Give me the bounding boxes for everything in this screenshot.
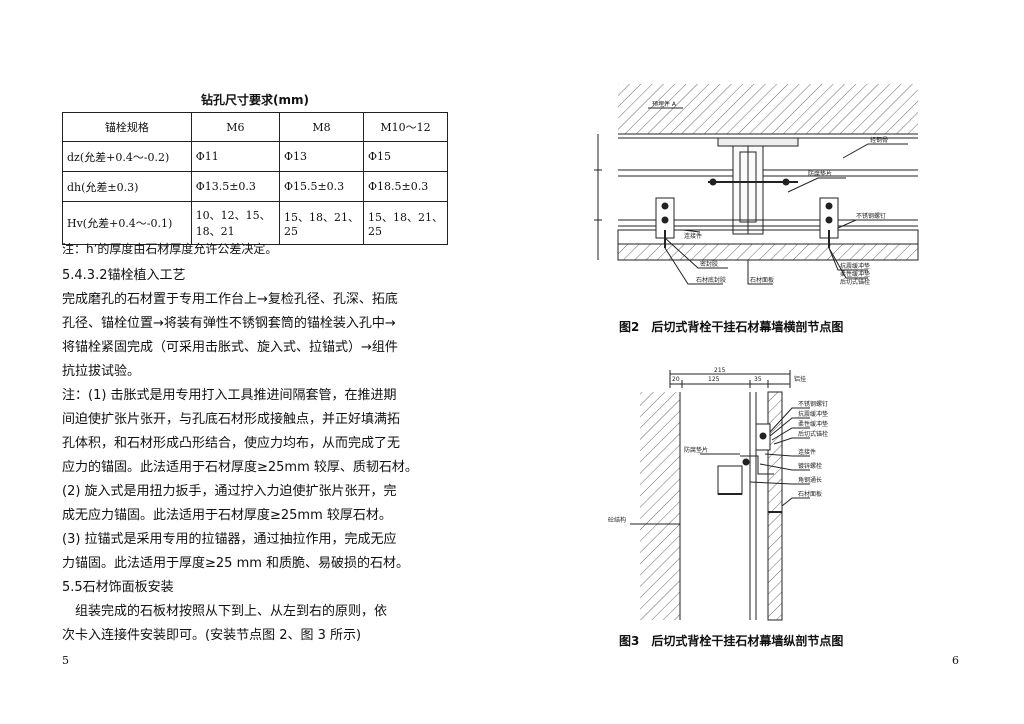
figure-3-caption: 图3 后切式背栓干挂石材幕墙纵剖节点图 xyxy=(619,634,844,648)
fig3-label: 后切式锚栓 xyxy=(798,430,828,438)
fig3-label: 砼结构 xyxy=(608,516,626,524)
fig3-label: 35 xyxy=(754,376,762,383)
paragraph-line: 成无应力锚固。此法适用于石材厚度≥25mm 较厚石材。 xyxy=(62,508,392,523)
page-number-right: 6 xyxy=(952,654,959,667)
table-header-cell: M10～12 xyxy=(362,112,449,142)
paragraph-line: 完成磨孔的石材置于专用工作台上→复检孔径、孔深、拓底 xyxy=(62,292,398,307)
fig3-label: 连接件 xyxy=(798,448,816,456)
fig3-label: 角钢通长 xyxy=(798,476,822,484)
body-text: 5.4.3.2锚栓植入工艺 完成磨孔的石材置于专用工作台上→复检孔径、孔深、拓底… xyxy=(62,264,454,648)
fig2-label: 抗震缓冲垫 xyxy=(840,262,870,270)
table-cell: Φ13 xyxy=(278,141,364,172)
fig2-label: 柔性缓冲垫 xyxy=(840,270,870,278)
table-header-row: 锚栓规格 M6 M8 M10～12 xyxy=(62,112,449,142)
paragraph-line: 力锚固。此法适用于厚度≥25 mm 和质脆、易破损的石材。 xyxy=(62,556,410,571)
fig2-label: 石材底封胶 xyxy=(696,276,726,284)
fig3-label: 不锈钢螺钉 xyxy=(798,400,828,408)
table-header-cell: M6 xyxy=(190,112,280,142)
fig3-label: 防腐垫片 xyxy=(684,446,708,454)
table-header-cell: 锚栓规格 xyxy=(62,112,192,142)
fig3-label: 125 xyxy=(708,376,720,383)
drill-size-table: 锚栓规格 M6 M8 M10～12 dz(允差+0.4～-0.2) Φ11 Φ1… xyxy=(62,112,449,245)
table-row: Hv(允差+0.4～-0.1) 10、12、15、18、21 15、18、21、… xyxy=(62,201,449,245)
fig2-label: 密封胶 xyxy=(700,260,718,268)
paragraph-line: (3) 拉锚式是采用专用的拉锚器，通过抽拉作用，完成无应 xyxy=(62,532,397,547)
section-heading: 5.4.3.2锚栓植入工艺 xyxy=(62,268,186,283)
fig3-label: 镀锌螺栓 xyxy=(798,462,822,470)
table-note: 注：h’的厚度由石材厚度允许公差决定。 xyxy=(62,242,278,256)
table-cell: 15、18、21、25 xyxy=(362,201,449,245)
fig2-label: 防腐垫片 xyxy=(808,170,832,178)
fig2-label: 不锈钢螺钉 xyxy=(856,212,886,220)
figure-2-drawing: 预埋件 A 轻钢骨 防腐垫片 连接件 不锈钢螺钉 石材面板 抗震缓冲垫 柔性缓冲… xyxy=(594,84,919,286)
fig2-label: 预埋件 A xyxy=(652,100,677,108)
table-title: 钻孔尺寸要求(mm) xyxy=(201,93,309,107)
paragraph-line: (2) 旋入式是用扭力扳手，通过拧入力迫使扩张片张开，完 xyxy=(62,484,397,499)
page-number-left: 5 xyxy=(62,654,69,667)
fig2-label: 连接件 xyxy=(684,232,702,240)
fig3-label: 石材面板 xyxy=(798,490,822,498)
fig3-label: 20 xyxy=(672,376,680,383)
table-header-cell: M8 xyxy=(278,112,364,142)
paragraph-line: 组装完成的石板材按照从下到上、从左到右的原则，依 xyxy=(62,604,388,619)
table-cell: dh(允差±0.3) xyxy=(62,171,192,202)
table-cell: 10、12、15、18、21 xyxy=(190,201,280,245)
fig3-label: 215 xyxy=(714,367,726,374)
fig2-label: 石材面板 xyxy=(750,276,774,284)
fig2-label: 轻钢骨 xyxy=(870,136,888,144)
paragraph-line: 次卡入连接件安装即可。(安装节点图 2、图 3 所示) xyxy=(62,628,362,643)
paragraph-line: 注：(1) 击胀式是用专用打入工具推进间隔套管，在推进期 xyxy=(62,388,397,403)
figure-3-drawing: 215 20 125 35 铝挂 不锈钢螺钉 抗震缓冲垫 柔性缓冲垫 后切式锚栓… xyxy=(608,367,828,621)
paragraph-line: 应力的锚固。此法适用于石材厚度≥25mm 较厚、质韧石材。 xyxy=(62,460,418,475)
section-heading: 5.5石材饰面板安装 xyxy=(62,580,174,595)
table-cell: dz(允差+0.4～-0.2) xyxy=(62,141,192,172)
fig3-label: 抗震缓冲垫 xyxy=(798,410,828,418)
fig3-label: 柔性缓冲垫 xyxy=(798,420,828,428)
paragraph-line: 将锚栓紧固完成（可采用击胀式、旋入式、拉锚式）→组件 xyxy=(62,340,398,355)
table-cell: Φ13.5±0.3 xyxy=(190,171,280,202)
paragraph-line: 孔径、锚栓位置→将装有弹性不锈钢套筒的锚栓装入孔中→ xyxy=(62,316,396,331)
table-cell: Φ15.5±0.3 xyxy=(278,171,364,202)
table-cell: Φ15 xyxy=(362,141,449,172)
table-cell: Hv(允差+0.4～-0.1) xyxy=(62,201,192,245)
fig3-label: 铝挂 xyxy=(794,375,806,383)
table-row: dz(允差+0.4～-0.2) Φ11 Φ13 Φ15 xyxy=(62,141,449,172)
table-row: dh(允差±0.3) Φ13.5±0.3 Φ15.5±0.3 Φ18.5±0.3 xyxy=(62,171,449,202)
table-cell: 15、18、21、25 xyxy=(278,201,364,245)
fig2-label: 后切式锚栓 xyxy=(840,278,870,286)
figure-2-caption: 图2 后切式背栓干挂石材幕墙横剖节点图 xyxy=(619,320,844,334)
paragraph-line: 抗拉拔试验。 xyxy=(62,364,141,379)
paragraph-line: 孔体积，和石材形成凸形结合，使应力均布，从而完成了无 xyxy=(62,436,401,451)
paragraph-line: 间迫使扩张片张开，与孔底石材形成接触点，并正好填满拓 xyxy=(62,412,401,427)
table-cell: Φ11 xyxy=(190,141,280,172)
table-cell: Φ18.5±0.3 xyxy=(362,171,449,202)
